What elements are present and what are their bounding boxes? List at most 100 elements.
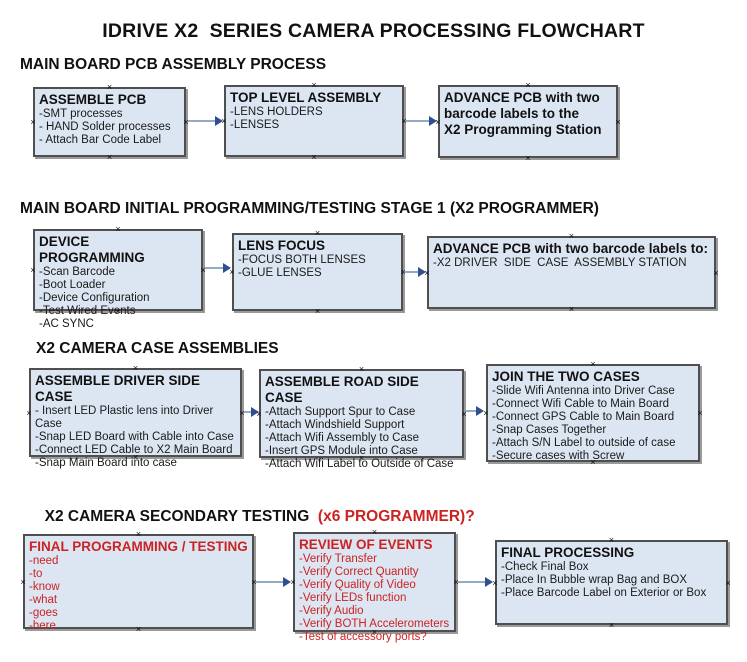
process-step: -know bbox=[29, 581, 60, 593]
connector-handle-icon: × bbox=[697, 408, 703, 418]
process-step: -Snap Cases Together bbox=[492, 424, 607, 436]
connector-handle-icon: × bbox=[20, 576, 26, 587]
process-step: -Verify BOTH Accelerometers bbox=[299, 618, 450, 630]
arrow-line bbox=[405, 271, 420, 273]
arrow-head-icon bbox=[283, 577, 291, 587]
arrow-head-icon bbox=[485, 577, 493, 587]
connector-handle-icon: × bbox=[590, 359, 596, 369]
process-step: -Attach S/N Label to outside of case bbox=[492, 437, 676, 449]
process-step: -Place In Bubble wrap Bag and BOX bbox=[501, 574, 688, 586]
process-step: - Insert LED Plastic lens into Driver Ca… bbox=[35, 405, 217, 430]
process-step: -Scan Barcode bbox=[39, 266, 116, 278]
process-step: -Verify Correct Quantity bbox=[299, 566, 419, 578]
process-step: -Insert GPS Module into Case bbox=[265, 445, 418, 457]
process-step: -Connect GPS Cable to Main Board bbox=[492, 411, 675, 423]
flowbox-assemble-driver-side-case: ASSEMBLE DRIVER SIDE CASE - Insert LED P… bbox=[26, 364, 244, 470]
box-title: JOIN THE TWO CASES bbox=[492, 369, 640, 384]
process-step: -Test of accessory ports? bbox=[299, 631, 427, 643]
connector-arrow bbox=[466, 405, 484, 417]
arrow-head-icon bbox=[429, 116, 437, 126]
arrow-line bbox=[406, 120, 431, 122]
connector-arrow bbox=[188, 115, 223, 127]
connector-handle-icon: × bbox=[713, 267, 719, 278]
arrow-head-icon bbox=[251, 407, 259, 417]
process-step: -Attach Wifi Label to Outside of Case bbox=[265, 458, 454, 470]
process-step: -Attach Wifi Assembly to Case bbox=[265, 432, 420, 444]
section-header-red-text: (x6 PROGRAMMER)? bbox=[313, 508, 475, 525]
box-title: ADVANCE PCB with two barcode labels to t… bbox=[444, 90, 602, 137]
flowbox-assemble-road-side-case: ASSEMBLE ROAD SIDE CASE -Attach Support … bbox=[256, 365, 466, 471]
process-step: -Verify Transfer bbox=[299, 553, 377, 565]
flowbox-final-programming-testing: FINAL PROGRAMMING / TESTING -need -to -k… bbox=[20, 530, 256, 634]
connector-handle-icon: × bbox=[725, 577, 731, 588]
flowbox-join-the-two-cases: JOIN THE TWO CASES -Slide Wifi Antenna i… bbox=[483, 360, 702, 467]
box-title: ASSEMBLE ROAD SIDE CASE bbox=[265, 374, 419, 405]
arrow-line bbox=[188, 120, 217, 122]
connector-handle-icon: × bbox=[615, 116, 621, 127]
connector-handle-icon: × bbox=[608, 535, 615, 545]
process-step: -Slide Wifi Antenna into Driver Case bbox=[492, 385, 675, 397]
arrow-head-icon bbox=[223, 263, 231, 273]
process-step: -GLUE LENSES bbox=[238, 267, 322, 279]
box-title: FINAL PROCESSING bbox=[501, 545, 635, 560]
process-step: -to bbox=[29, 568, 43, 580]
box-title: ASSEMBLE PCB bbox=[39, 92, 147, 107]
connector-handle-icon: × bbox=[371, 527, 378, 537]
process-step: -Snap LED Board with Cable into Case bbox=[35, 431, 234, 443]
connector-handle-icon: × bbox=[115, 224, 121, 234]
process-step: -Device Configuration bbox=[39, 292, 150, 304]
process-step: -Connect Wifi Cable to Main Board bbox=[492, 398, 670, 410]
box-title: LENS FOCUS bbox=[238, 238, 326, 253]
flowbox-top-level-assembly: TOP LEVEL ASSEMBLY -LENS HOLDERS -LENSES… bbox=[221, 81, 406, 162]
box-title: ADVANCE PCB with two barcode labels to: bbox=[433, 241, 709, 256]
process-step: - HAND Solder processes bbox=[39, 121, 171, 133]
arrow-line bbox=[458, 581, 487, 583]
process-step: -Snap Main Board into case bbox=[35, 457, 177, 469]
process-step: -Verify LEDs function bbox=[299, 592, 407, 604]
section-header-pcb-assembly: MAIN BOARD PCB ASSEMBLY PROCESS bbox=[20, 56, 327, 73]
flowbox-advance-pcb-driver-side: ADVANCE PCB with two barcode labels to: … bbox=[424, 232, 718, 314]
process-step: -Place Barcode Label on Exterior or Box bbox=[501, 587, 707, 599]
process-step: -Check Final Box bbox=[501, 561, 589, 573]
arrow-line bbox=[244, 411, 253, 413]
process-step: -what bbox=[29, 594, 58, 606]
connector-handle-icon: × bbox=[314, 306, 321, 316]
connector-handle-icon: × bbox=[568, 231, 575, 241]
box-title: FINAL PROGRAMMING / TESTING bbox=[29, 539, 248, 554]
connector-handle-icon: × bbox=[525, 80, 531, 90]
arrow-line bbox=[256, 581, 285, 583]
connector-handle-icon: × bbox=[358, 364, 365, 374]
connector-handle-icon: × bbox=[106, 152, 113, 162]
process-step: -SMT processes bbox=[39, 108, 123, 120]
box-title: REVIEW OF EVENTS bbox=[299, 537, 433, 552]
flowbox-assemble-pcb: ASSEMBLE PCB -SMT processes - HAND Solde… bbox=[30, 83, 188, 162]
connector-arrow bbox=[244, 406, 259, 418]
arrow-line bbox=[466, 410, 478, 412]
arrow-line bbox=[205, 267, 225, 269]
process-step: -Test Wired Events bbox=[39, 305, 136, 317]
section-header-secondary-testing: X2 CAMERA SECONDARY TESTING (x6 PROGRAMM… bbox=[36, 490, 475, 526]
process-step: -Secure cases with Screw bbox=[492, 450, 625, 462]
arrow-head-icon bbox=[215, 116, 223, 126]
flowbox-final-processing: FINAL PROCESSING -Check Final Box -Place… bbox=[492, 536, 730, 630]
process-step: -here bbox=[29, 620, 56, 632]
connector-handle-icon: × bbox=[106, 82, 113, 92]
section-header-initial-programming: MAIN BOARD INITIAL PROGRAMMING/TESTING S… bbox=[20, 200, 599, 217]
connector-arrow bbox=[458, 576, 493, 588]
process-step: -X2 DRIVER SIDE CASE ASSEMBLY STATION bbox=[433, 257, 687, 269]
connector-handle-icon: × bbox=[314, 228, 321, 238]
connector-arrow bbox=[205, 262, 231, 274]
flowbox-lens-focus: LENS FOCUS -FOCUS BOTH LENSES -GLUE LENS… bbox=[229, 229, 405, 316]
box-title: TOP LEVEL ASSEMBLY bbox=[230, 90, 382, 105]
connector-handle-icon: × bbox=[132, 363, 139, 373]
arrow-head-icon bbox=[418, 267, 426, 277]
connector-arrow bbox=[405, 266, 426, 278]
arrow-head-icon bbox=[476, 406, 484, 416]
process-step: -LENSES bbox=[230, 119, 280, 131]
process-step: -Attach Support Spur to Case bbox=[265, 406, 416, 418]
flowbox-device-programming: DEVICE PROGRAMMING -Scan Barcode -Boot L… bbox=[30, 225, 205, 331]
process-step: -Attach Windshield Support bbox=[265, 419, 405, 431]
flowbox-advance-pcb-programming-station: ADVANCE PCB with two barcode labels to t… bbox=[435, 81, 620, 163]
process-step: -Verify Quality of Video bbox=[299, 579, 416, 591]
connector-arrow bbox=[406, 115, 437, 127]
